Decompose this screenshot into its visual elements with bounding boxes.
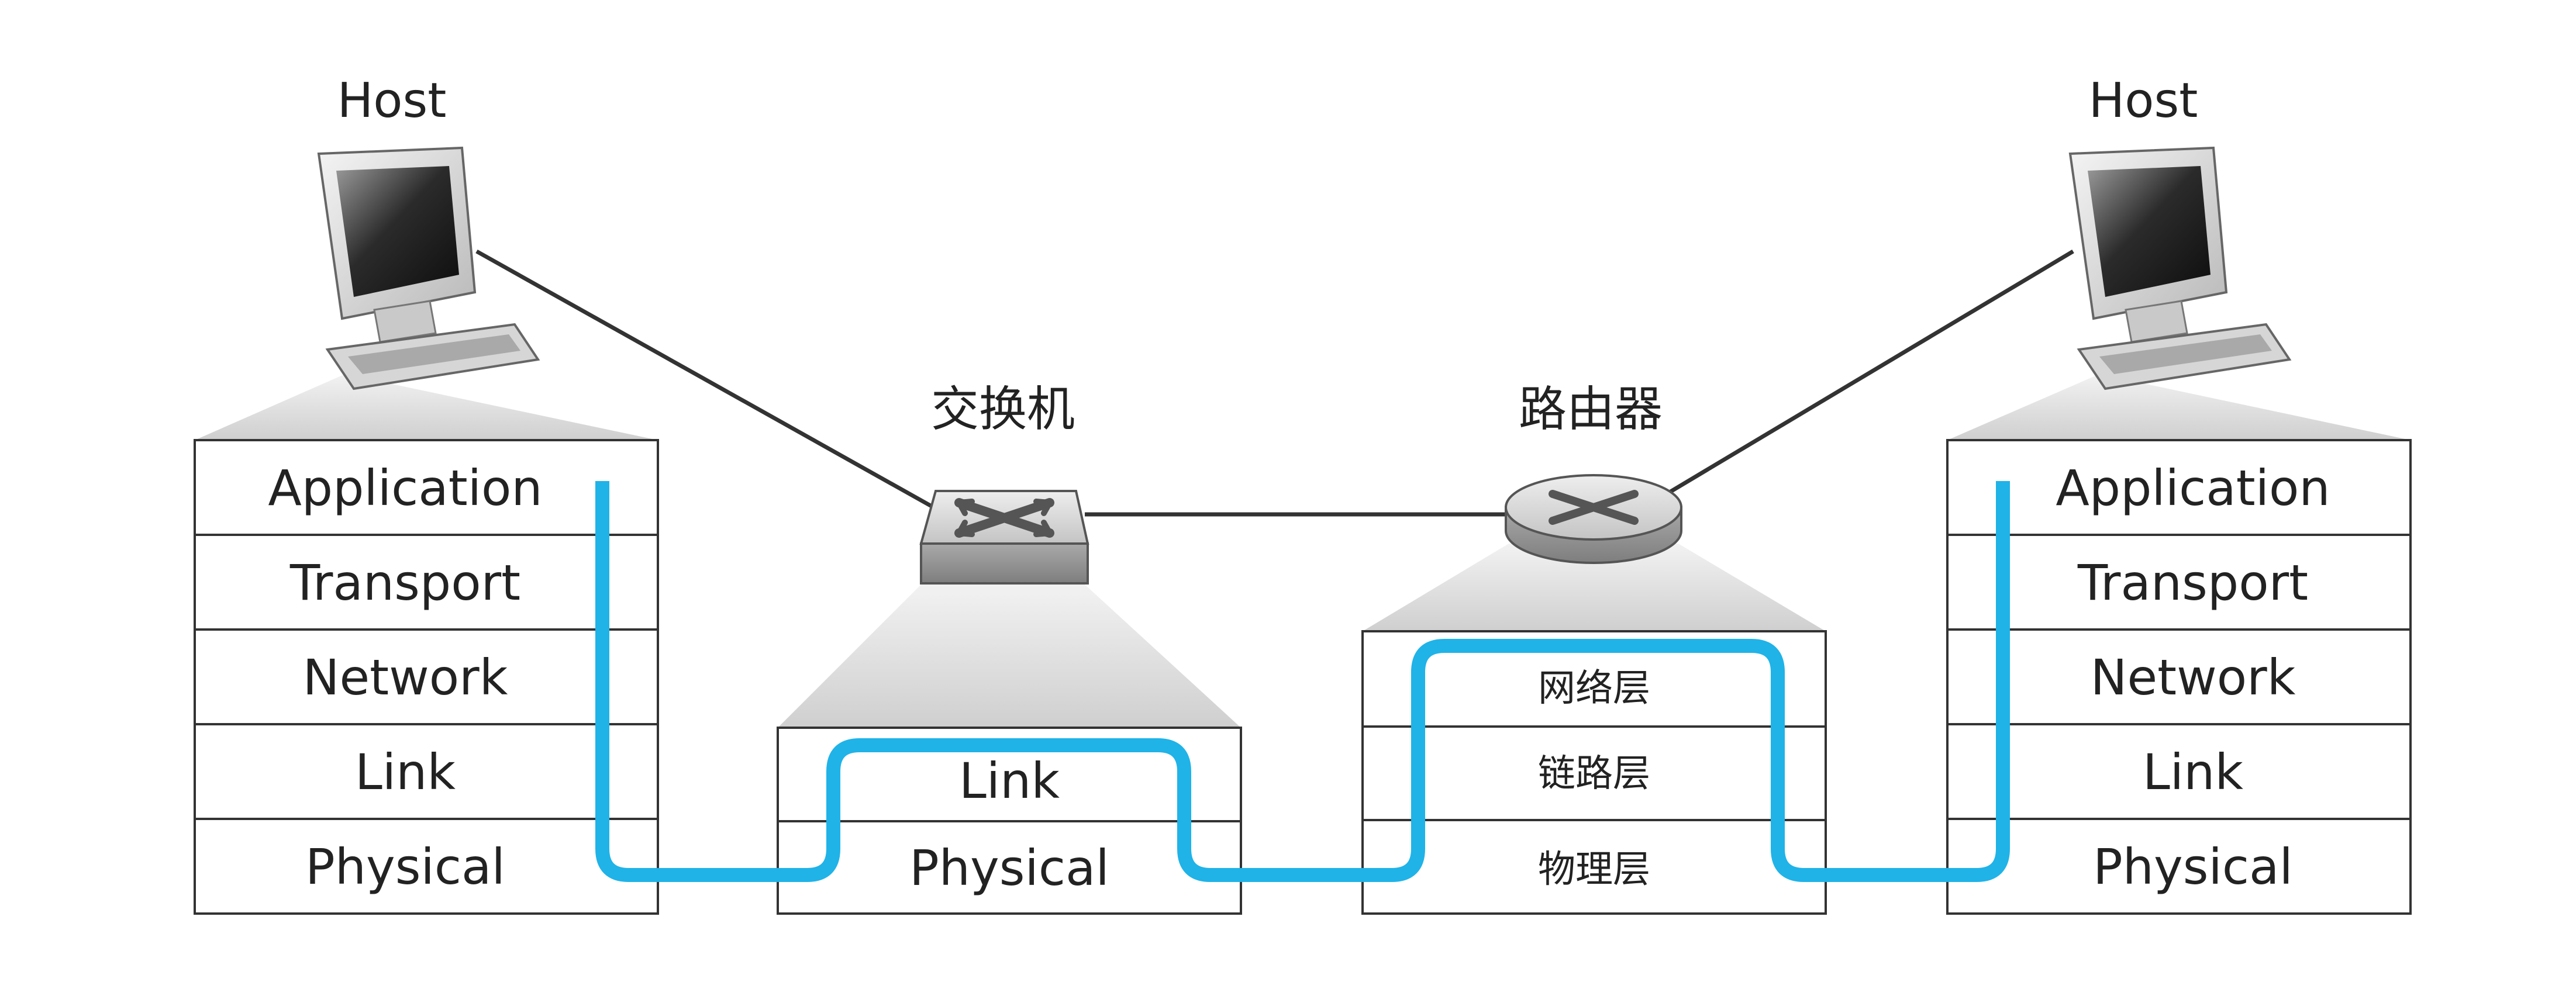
- host-right-layer-link: [1946, 723, 2412, 820]
- cable-router-to-host-right: [1665, 249, 2074, 496]
- shadow-cones: [195, 374, 2411, 728]
- cable-host-left-to-switch: [475, 249, 937, 511]
- data-flow-path: [595, 481, 2010, 882]
- host-left-label-network: Network: [303, 649, 508, 706]
- router-layer-link: [1361, 725, 1827, 821]
- host-right-label-network: Network: [2091, 649, 2296, 706]
- router-layer-physical: [1361, 819, 1827, 915]
- host-right-title: Host: [2089, 73, 2198, 129]
- host-right-label-application: Application: [2056, 459, 2330, 517]
- host-left-layer-stack: Application Transport Network Link Physi…: [194, 439, 659, 915]
- router-layer-stack: 网络层 链路层 物理层: [1361, 630, 1827, 915]
- switch-title: 交换机: [931, 382, 1075, 437]
- switch-label-physical: Physical: [909, 839, 1109, 897]
- host-right-layer-transport: [1946, 534, 2412, 631]
- switch-shadow: [778, 585, 1241, 728]
- host-right-label-physical: Physical: [2093, 838, 2293, 895]
- switch-layer-physical: [777, 820, 1242, 915]
- host-right-computer-icon: [2068, 146, 2292, 390]
- host-right-layer-application: [1946, 439, 2412, 536]
- switch-label-link: Link: [959, 752, 1060, 810]
- host-left-label-application: Application: [268, 459, 542, 517]
- host-right-shadow: [1947, 374, 2411, 440]
- host-left-label-link: Link: [355, 743, 456, 801]
- host-left-layer-network: [194, 628, 659, 725]
- router-label-network: 网络层: [1538, 667, 1650, 710]
- host-left-title: Host: [337, 73, 447, 129]
- host-left-label-transport: Transport: [289, 554, 520, 611]
- cables: [475, 249, 2074, 517]
- router-title: 路由器: [1519, 382, 1663, 437]
- host-left-layer-physical: [194, 818, 659, 915]
- host-right-layer-network: [1946, 628, 2412, 725]
- switch-icon: [919, 490, 1089, 585]
- host-left-layer-transport: [194, 534, 659, 631]
- host-right-layer-physical: [1946, 818, 2412, 915]
- router-shadow: [1363, 544, 1826, 631]
- host-left-shadow: [195, 374, 658, 440]
- router-label-physical: 物理层: [1538, 848, 1650, 891]
- router-icon: [1505, 474, 1682, 564]
- host-right-label-transport: Transport: [2077, 554, 2308, 611]
- host-left-label-physical: Physical: [305, 838, 505, 895]
- router-label-link: 链路层: [1538, 752, 1650, 796]
- host-left-layer-application: [194, 439, 659, 536]
- host-left-computer-icon: [317, 146, 540, 390]
- host-right-layer-stack: Application Transport Network Link Physi…: [1946, 439, 2412, 915]
- host-right-label-link: Link: [2143, 743, 2243, 801]
- host-left-layer-link: [194, 723, 659, 820]
